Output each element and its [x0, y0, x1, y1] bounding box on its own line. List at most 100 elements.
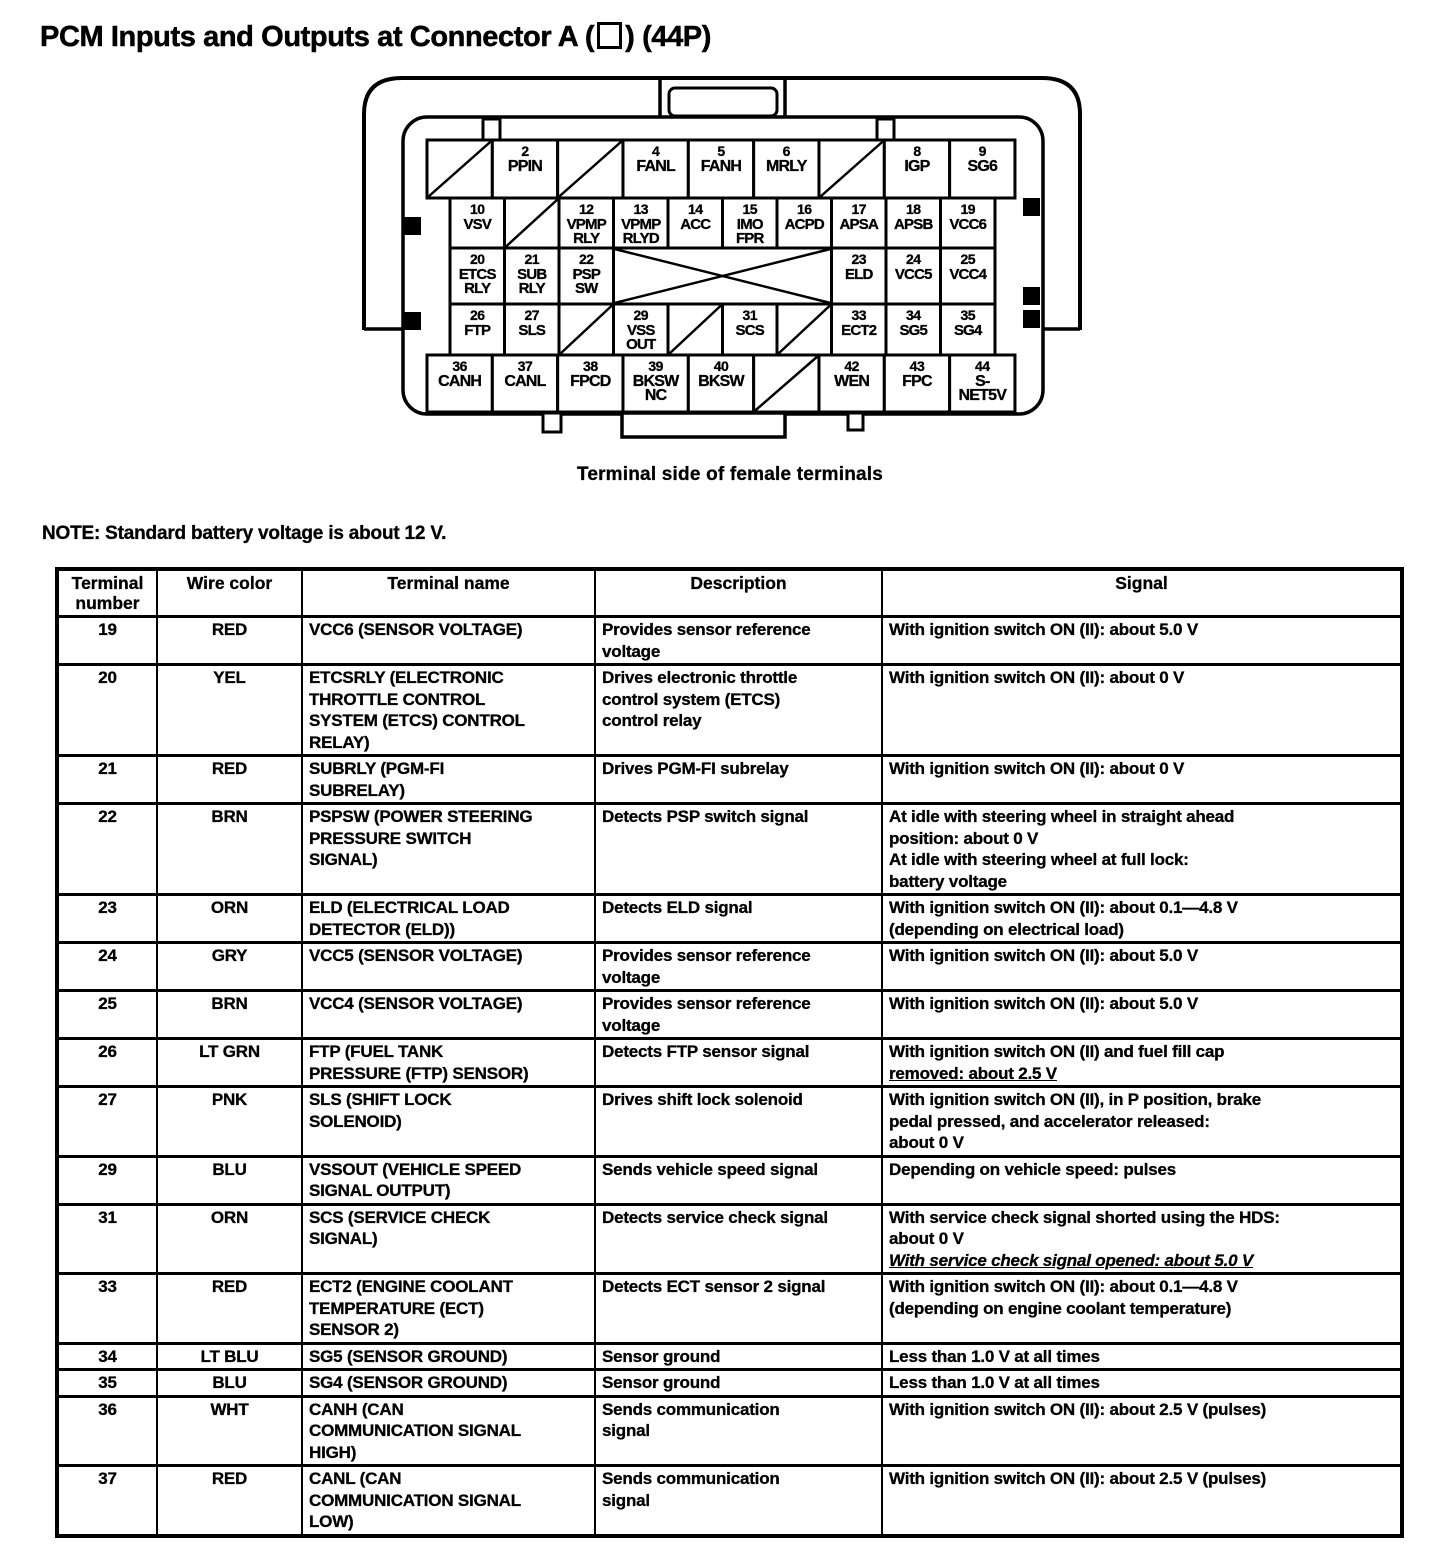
- terminal-number-cell: 37: [56, 1464, 158, 1537]
- svg-text:SW: SW: [575, 280, 599, 297]
- blank-cell: [666, 302, 724, 357]
- terminal-name-cell: VCC4 (SENSOR VOLTAGE): [301, 989, 596, 1040]
- col-header-wire-color: Wire color: [156, 567, 303, 618]
- wire-color-cell: BLU: [156, 1154, 303, 1206]
- svg-text:ECT2: ECT2: [841, 322, 877, 339]
- signal-cell: With service check signal shorted using …: [881, 1202, 1403, 1275]
- signal-cell: With ignition switch ON (II): about 5.0 …: [881, 989, 1403, 1040]
- signal-cell: With ignition switch ON (II): about 0 V: [881, 754, 1403, 805]
- svg-text:ACC: ACC: [680, 216, 711, 233]
- description-cell: Provides sensor reference voltage: [594, 941, 883, 992]
- svg-text:38: 38: [583, 358, 598, 374]
- svg-text:VPMP: VPMP: [567, 216, 607, 233]
- description-cell: Provides sensor reference voltage: [594, 989, 883, 1040]
- terminal-number-cell: 29: [56, 1154, 158, 1206]
- terminal-name-cell: SCS (SERVICE CHECK SIGNAL): [301, 1202, 596, 1275]
- svg-text:14: 14: [688, 201, 703, 217]
- svg-text:40: 40: [714, 358, 729, 374]
- svg-text:33: 33: [851, 307, 866, 323]
- svg-text:10: 10: [470, 201, 485, 217]
- wire-color-cell: RED: [156, 754, 303, 805]
- description-cell: Detects service check signal: [594, 1202, 883, 1275]
- svg-text:FPC: FPC: [902, 373, 933, 390]
- wire-color-cell: ORN: [156, 893, 303, 944]
- terminal-name-cell: ELD (ELECTRICAL LOAD DETECTOR (ELD)): [301, 893, 596, 944]
- terminal-number-cell: 26: [56, 1037, 158, 1088]
- blank-cell: [425, 138, 494, 200]
- signal-cell: With ignition switch ON (II): about 5.0 …: [881, 615, 1403, 666]
- terminal-number-cell: 31: [56, 1202, 158, 1275]
- svg-text:23: 23: [851, 251, 866, 267]
- svg-text:22: 22: [579, 251, 594, 267]
- svg-text:SLS: SLS: [518, 322, 546, 339]
- signal-cell: With ignition switch ON (II): about 5.0 …: [881, 941, 1403, 992]
- svg-text:ELD: ELD: [845, 266, 874, 283]
- svg-text:19: 19: [960, 201, 975, 217]
- page-title: PCM Inputs and Outputs at Connector A ()…: [40, 21, 712, 54]
- description-cell: Drives shift lock solenoid: [594, 1085, 883, 1158]
- signal-cell: With ignition switch ON (II): about 0 V: [881, 663, 1403, 757]
- col-header-terminal-name: Terminal name: [301, 567, 596, 618]
- signal-cell: With ignition switch ON (II): about 2.5 …: [881, 1464, 1403, 1537]
- terminal-name-cell: SG4 (SENSOR GROUND): [301, 1368, 596, 1398]
- terminal-name-cell: FTP (FUEL TANK PRESSURE (FTP) SENSOR): [301, 1037, 596, 1088]
- signal-cell: With ignition switch ON (II): about 2.5 …: [881, 1394, 1403, 1467]
- wire-color-cell: BLU: [156, 1368, 303, 1398]
- terminal-number-cell: 22: [56, 802, 158, 896]
- svg-text:RLY: RLY: [519, 280, 546, 297]
- svg-text:APSB: APSB: [894, 216, 933, 233]
- terminal-table: Terminal number Wire color Terminal name…: [55, 567, 1404, 1538]
- blank-cell: [817, 138, 886, 200]
- signal-cell: With ignition switch ON (II): about 0.1—…: [881, 893, 1403, 944]
- terminal-number-cell: 25: [56, 989, 158, 1040]
- svg-text:RLYD: RLYD: [623, 230, 660, 247]
- wire-color-cell: WHT: [156, 1394, 303, 1467]
- svg-text:12: 12: [579, 201, 594, 217]
- svg-text:27: 27: [524, 307, 539, 323]
- terminal-number-cell: 36: [56, 1394, 158, 1467]
- svg-text:SG5: SG5: [899, 322, 927, 339]
- wire-color-cell: BRN: [156, 989, 303, 1040]
- svg-text:29: 29: [633, 307, 648, 323]
- svg-text:37: 37: [518, 358, 533, 374]
- description-cell: Detects ELD signal: [594, 893, 883, 944]
- svg-text:SG4: SG4: [954, 322, 983, 339]
- terminal-name-cell: VSSOUT (VEHICLE SPEED SIGNAL OUTPUT): [301, 1154, 596, 1206]
- description-cell: Provides sensor reference voltage: [594, 615, 883, 666]
- svg-text:5: 5: [717, 143, 725, 159]
- svg-text:RLY: RLY: [464, 280, 491, 297]
- svg-text:PSP: PSP: [572, 266, 600, 283]
- svg-text:26: 26: [470, 307, 485, 323]
- description-cell: Detects ECT sensor 2 signal: [594, 1272, 883, 1345]
- pin-cell-44: 44S-NET5V: [948, 353, 1017, 414]
- signal-cell: Less than 1.0 V at all times: [881, 1368, 1403, 1398]
- blank-cell: [752, 353, 821, 414]
- table-header-row: Terminal number Wire color Terminal name…: [56, 567, 1403, 618]
- svg-text:CANL: CANL: [504, 373, 546, 390]
- svg-text:35: 35: [960, 307, 975, 323]
- wire-color-cell: RED: [156, 1464, 303, 1537]
- terminal-name-cell: VCC5 (SENSOR VOLTAGE): [301, 941, 596, 992]
- terminal-number-cell: 23: [56, 893, 158, 944]
